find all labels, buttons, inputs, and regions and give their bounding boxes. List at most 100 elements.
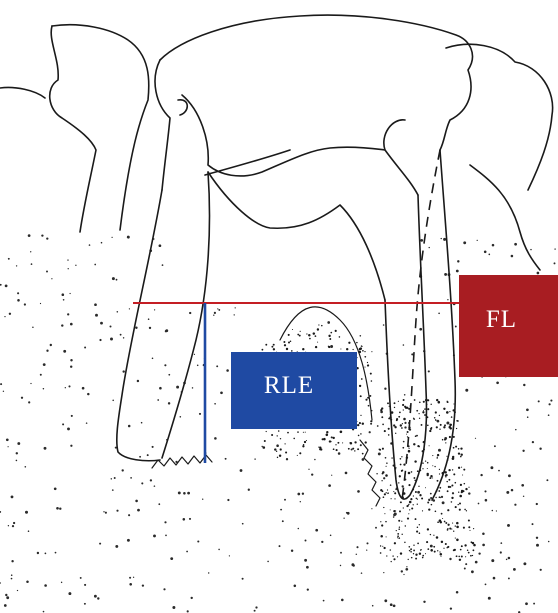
bone-stipple-dot — [229, 555, 230, 556]
dense-bone-stipple-dot — [419, 532, 421, 534]
bone-stipple-dot — [172, 606, 175, 609]
dense-bone-stipple-dot — [417, 470, 419, 472]
bone-stipple-dot — [441, 238, 442, 239]
bone-stipple-dot — [26, 580, 29, 583]
bone-stipple-dot — [523, 562, 526, 565]
dense-bone-stipple-dot — [470, 555, 472, 557]
bone-stipple-dot — [165, 535, 167, 537]
bone-stipple-dot — [393, 514, 396, 517]
bone-stipple-dot — [404, 394, 406, 396]
dense-bone-stipple-dot — [463, 527, 465, 529]
bone-stipple-dot — [70, 359, 72, 361]
dense-bone-stipple-dot — [379, 449, 381, 451]
bone-stipple-dot — [532, 441, 534, 443]
bone-stipple-dot — [315, 529, 318, 532]
bone-stipple-dot — [525, 602, 528, 605]
dense-bone-stipple-dot — [430, 497, 432, 499]
bone-stipple-dot — [111, 478, 112, 479]
bone-stipple-dot — [465, 563, 467, 565]
dense-bone-stipple-dot — [367, 365, 369, 367]
dense-bone-stipple-dot — [449, 528, 451, 530]
bone-stipple-dot — [214, 312, 216, 314]
dense-bone-stipple-dot — [427, 548, 429, 550]
bone-stipple-dot — [457, 260, 459, 262]
dense-bone-stipple-dot — [423, 401, 425, 403]
bone-stipple-dot — [67, 427, 70, 430]
bone-stipple-dot — [69, 293, 70, 294]
dense-bone-stipple-dot — [430, 549, 433, 552]
bone-stipple-dot — [242, 523, 244, 525]
bone-stipple-dot — [330, 535, 332, 537]
bone-stipple-dot — [419, 328, 422, 331]
dense-bone-stipple-dot — [394, 492, 396, 494]
bone-stipple-dot — [65, 387, 66, 388]
bone-stipple-dot — [141, 482, 143, 484]
bone-stipple-dot — [376, 473, 377, 474]
dense-bone-stipple-dot — [264, 440, 266, 442]
dense-bone-stipple-dot — [455, 446, 457, 448]
bone-stipple-dot — [70, 323, 73, 326]
dense-bone-stipple-dot — [402, 447, 404, 449]
dense-bone-stipple-dot — [266, 431, 267, 432]
bone-stipple-dot — [484, 490, 486, 492]
bone-stipple-dot — [214, 403, 216, 405]
dense-bone-stipple-dot — [381, 416, 383, 418]
dense-bone-stipple-dot — [451, 497, 453, 499]
dense-bone-stipple-dot — [460, 456, 462, 458]
bone-stipple-dot — [21, 397, 23, 399]
bone-stipple-dot — [80, 577, 82, 579]
dense-bone-stipple-dot — [278, 430, 280, 432]
dense-bone-stipple-dot — [348, 448, 350, 450]
bone-stipple-dot — [86, 422, 88, 424]
bone-stipple-dot — [305, 540, 307, 542]
fl-label: FL — [486, 306, 517, 334]
dense-bone-stipple-dot — [427, 462, 429, 464]
bone-stipple-dot — [294, 585, 297, 588]
dense-bone-stipple-dot — [385, 474, 388, 477]
dense-bone-stipple-dot — [453, 447, 455, 449]
dense-bone-stipple-dot — [419, 552, 421, 554]
dense-bone-stipple-dot — [299, 452, 301, 454]
dense-bone-stipple-dot — [315, 346, 317, 348]
dense-bone-stipple-dot — [446, 456, 447, 457]
bone-stipple-dot — [532, 523, 534, 525]
dense-bone-stipple-dot — [447, 524, 449, 526]
bone-stipple-dot — [218, 549, 220, 551]
dense-bone-stipple-dot — [430, 475, 432, 477]
dense-bone-stipple-dot — [461, 556, 463, 558]
dense-bone-stipple-dot — [318, 446, 319, 447]
bone-stipple-dot — [202, 499, 203, 500]
dense-bone-stipple-dot — [417, 445, 419, 447]
dense-bone-stipple-dot — [429, 430, 431, 432]
dense-bone-stipple-dot — [409, 550, 411, 552]
dense-bone-stipple-dot — [417, 504, 418, 505]
bone-stipple-dot — [455, 326, 457, 328]
bone-stipple-dot — [302, 493, 304, 495]
bone-stipple-dot — [68, 592, 71, 595]
dense-bone-stipple-dot — [403, 418, 406, 421]
bone-stipple-dot — [194, 354, 195, 355]
dense-bone-stipple-dot — [356, 342, 357, 343]
bone-stipple-dot — [197, 365, 199, 367]
dense-bone-stipple-dot — [393, 510, 395, 512]
bone-stipple-dot — [5, 594, 7, 596]
bone-stipple-dot — [192, 387, 194, 389]
bone-stipple-dot — [129, 583, 132, 586]
bone-stipple-dot — [30, 251, 31, 252]
dense-bone-stipple-dot — [389, 418, 390, 419]
bone-stipple-dot — [254, 610, 256, 612]
dense-bone-stipple-dot — [454, 549, 456, 551]
dense-bone-stipple-dot — [370, 373, 372, 375]
dense-bone-stipple-dot — [408, 448, 409, 449]
bone-stipple-dot — [97, 597, 99, 599]
bone-stipple-dot — [217, 308, 218, 309]
bone-stipple-dot — [500, 551, 502, 553]
dense-bone-stipple-dot — [461, 545, 463, 547]
dense-bone-stipple-dot — [383, 507, 384, 508]
dense-bone-stipple-dot — [427, 408, 429, 410]
dense-bone-stipple-dot — [279, 455, 281, 457]
dense-bone-stipple-dot — [383, 496, 385, 498]
bone-stipple-dot — [377, 425, 379, 427]
bone-stipple-dot — [280, 509, 282, 511]
bone-stipple-dot — [12, 525, 14, 527]
